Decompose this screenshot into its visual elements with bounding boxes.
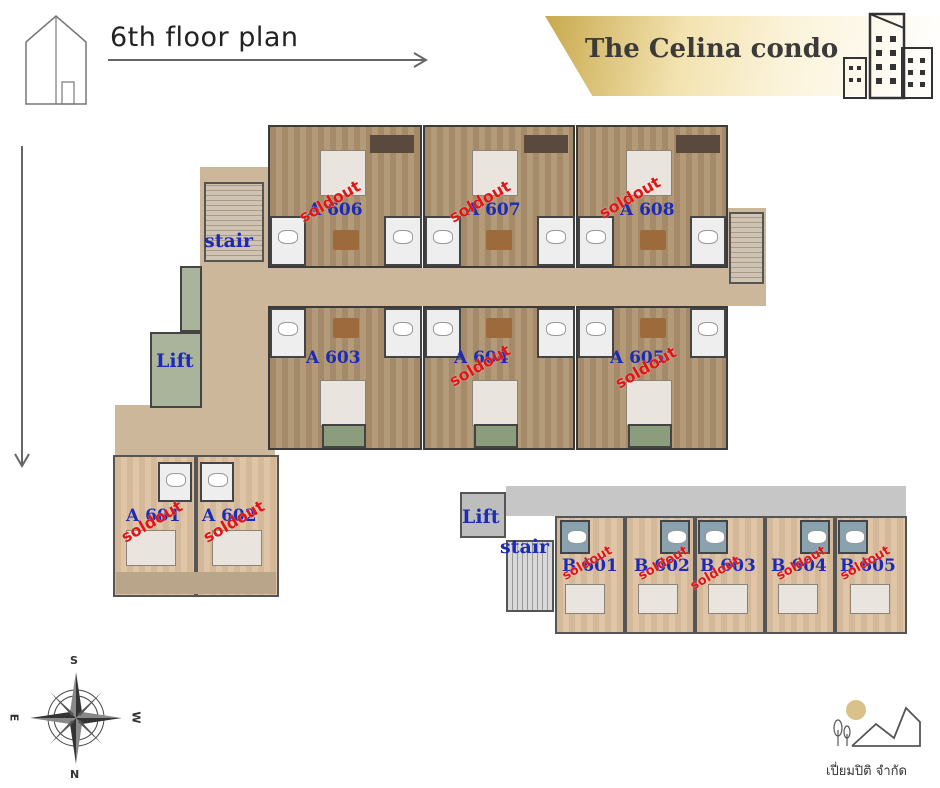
unit-label-b601: B 601 (562, 556, 618, 576)
bathroom (838, 520, 868, 554)
bathroom (384, 216, 422, 266)
compass-right-letter: W (129, 711, 143, 724)
block-a-stair (204, 182, 264, 262)
buildings-icon (843, 12, 933, 100)
bathroom (800, 520, 830, 554)
unit-label-a604: A 604 (454, 348, 509, 368)
block-a-lobby (115, 405, 275, 455)
bed (320, 150, 366, 196)
bed (212, 530, 262, 566)
bed (472, 150, 518, 196)
block-a-stair-label: stair (204, 230, 254, 252)
bathroom (158, 462, 192, 502)
unit-label-b602: B 602 (634, 556, 690, 576)
right-arrow-icon (108, 52, 428, 68)
dining-table (486, 230, 512, 250)
brand-name: The Celina condo (585, 34, 839, 64)
bathroom (698, 520, 728, 554)
compass-top-letter: S (70, 654, 78, 667)
dining-table (333, 318, 359, 338)
bed (638, 584, 678, 614)
bed (320, 380, 366, 426)
block-a-right-stair (729, 212, 764, 284)
unit-label-a601: A 601 (126, 506, 181, 526)
bathroom (578, 308, 614, 358)
block-a-lift (150, 332, 202, 408)
bathroom (690, 308, 726, 358)
block-a-lift-label: Lift (156, 350, 194, 372)
unit-label-a603: A 603 (306, 348, 361, 368)
house-outline-icon (25, 15, 87, 105)
bathroom (560, 520, 590, 554)
bed (626, 380, 672, 426)
dining-table (640, 230, 666, 250)
page-title: 6th floor plan (110, 22, 299, 53)
bed (708, 584, 748, 614)
wardrobe (676, 135, 720, 153)
dining-table (333, 230, 359, 250)
bathroom (537, 308, 575, 358)
bathroom (660, 520, 690, 554)
company-name: เปี่ยมปิติ จำกัด (826, 764, 907, 779)
bed (850, 584, 890, 614)
unit-label-b603: B 603 (700, 556, 756, 576)
bed (565, 584, 605, 614)
dining-table (486, 318, 512, 338)
block-b-roof-strip (506, 486, 906, 516)
bathroom (578, 216, 614, 266)
unit-label-a607: A 607 (466, 200, 521, 220)
bed (626, 150, 672, 196)
wardrobe (370, 135, 414, 153)
balcony (116, 572, 276, 594)
company-logo-icon (833, 700, 921, 747)
block-b-stair (506, 540, 554, 612)
unit-label-a605: A 605 (610, 348, 665, 368)
dining-table (640, 318, 666, 338)
bathroom (537, 216, 575, 266)
bathroom (690, 216, 726, 266)
bathroom (384, 308, 422, 358)
bathroom (425, 216, 461, 266)
unit-label-b604: B 604 (771, 556, 827, 576)
block-b-lift-label: Lift (462, 506, 500, 528)
compass-rose-icon (30, 672, 122, 764)
bathroom (200, 462, 234, 502)
balcony (628, 424, 672, 448)
unit-label-a606: A 606 (308, 200, 363, 220)
down-arrow-icon (14, 146, 30, 468)
unit-label-a602: A 602 (202, 506, 257, 526)
compass-left-letter: E (7, 713, 21, 722)
bed (126, 530, 176, 566)
bathroom (270, 216, 306, 266)
bed (778, 584, 818, 614)
bathroom (270, 308, 306, 358)
wardrobe (524, 135, 568, 153)
compass-bottom-letter: N (70, 768, 80, 781)
block-a-main-corridor (200, 268, 730, 306)
bed (472, 380, 518, 426)
balcony (474, 424, 518, 448)
unit-label-b605: B 605 (840, 556, 896, 576)
brand-banner (545, 16, 940, 96)
bathroom (425, 308, 461, 358)
unit-label-a608: A 608 (620, 200, 675, 220)
block-b-stair-label: stair (500, 536, 550, 558)
block-b-lift-box (460, 492, 506, 538)
balcony (322, 424, 366, 448)
block-a-lift-shaft (180, 266, 202, 332)
